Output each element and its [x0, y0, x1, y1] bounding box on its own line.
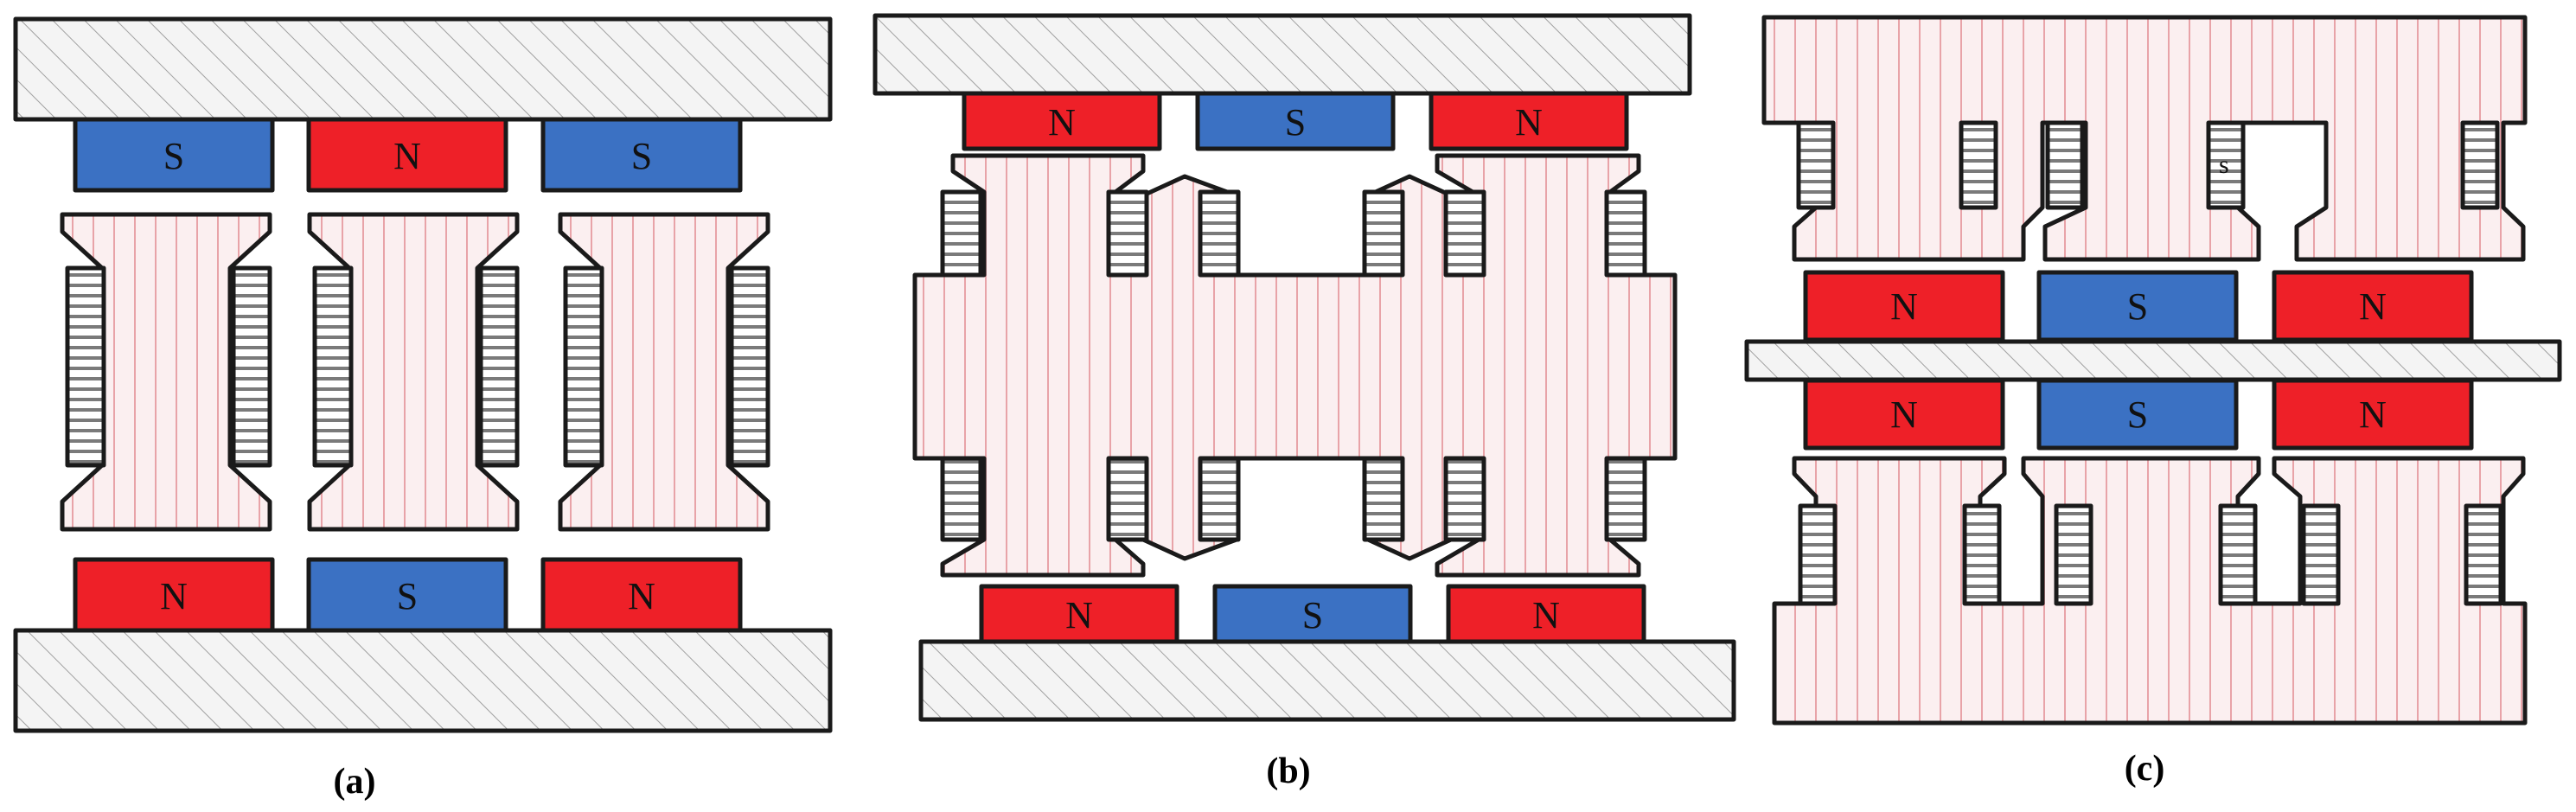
winding-coil	[478, 265, 520, 468]
stator-core-bottom-c	[1772, 456, 2528, 726]
winding-coil	[1796, 120, 1836, 210]
magnet-row-bottom-c: N S N	[1803, 378, 2474, 451]
stator-modules-a	[60, 212, 770, 532]
panel-c: s N S N N S N (c)	[1744, 15, 2562, 789]
caption-a: (a)	[334, 762, 376, 802]
magnet-label: N	[1048, 101, 1076, 144]
magnet-north	[306, 117, 508, 193]
winding-coil	[2054, 503, 2093, 606]
winding-coil	[1959, 120, 1998, 210]
winding-coil	[1604, 456, 1647, 542]
magnet-north	[1803, 270, 2005, 342]
winding-coil	[2218, 503, 2258, 606]
magnet-south	[73, 117, 275, 193]
winding-coil	[1798, 503, 1838, 606]
back-iron-top-a	[13, 16, 833, 122]
back-iron-bottom-a	[13, 628, 833, 733]
winding-coil	[2464, 503, 2503, 606]
magnet-north	[540, 557, 743, 633]
magnet-north	[2272, 378, 2474, 451]
winding-coil	[1962, 503, 2002, 606]
magnet-north	[1803, 378, 2005, 451]
magnet-north	[962, 91, 1162, 151]
magnet-label: N	[160, 575, 188, 617]
winding-coil	[563, 265, 604, 468]
caption-c: (c)	[2125, 749, 2165, 789]
magnet-row-bottom-b: N S N	[979, 584, 1646, 644]
panel-b: N S N N S N (b)	[873, 13, 1736, 791]
magnet-south	[540, 117, 743, 193]
magnet-row-top-a: S N S	[73, 117, 743, 193]
magnet-label: N	[1890, 393, 1918, 436]
winding-coil	[1604, 189, 1647, 278]
magnet-label: N	[628, 575, 655, 617]
stator-core-b	[912, 153, 1678, 578]
winding-coil	[729, 265, 770, 468]
winding-coil	[1106, 189, 1149, 278]
magnet-north	[979, 584, 1179, 644]
winding-coil	[1362, 456, 1405, 542]
winding-coil	[1198, 456, 1241, 542]
winding-coil	[1106, 456, 1149, 542]
magnet-south	[2036, 378, 2239, 451]
magnet-north	[1429, 91, 1629, 151]
magnet-label: N	[2359, 393, 2387, 436]
winding-coil	[2460, 120, 2500, 210]
magnet-label: S	[631, 135, 652, 177]
magnet-label: N	[393, 135, 421, 177]
magnet-row-bottom-a: N S N	[73, 557, 743, 633]
magnet-label: N	[1515, 101, 1543, 144]
winding-coil	[940, 189, 983, 278]
back-iron-bottom-b	[918, 639, 1736, 722]
back-iron-center-c	[1744, 339, 2562, 382]
winding-coil	[2301, 503, 2341, 606]
panel-a: S N S N S N (a)	[13, 16, 833, 802]
magnet-label: S	[2127, 393, 2148, 436]
winding-coil	[1198, 189, 1241, 278]
magnet-label: S	[397, 575, 418, 617]
caption-b: (b)	[1266, 751, 1310, 791]
winding-coil	[231, 265, 272, 468]
magnet-label: N	[2359, 285, 2387, 328]
magnet-north	[73, 557, 275, 633]
winding-coil	[2045, 120, 2085, 210]
magnet-south	[1195, 91, 1396, 151]
magnet-row-top-b: N S N	[962, 91, 1629, 151]
magnet-south	[2036, 270, 2239, 342]
winding-coil	[312, 265, 354, 468]
winding-label: s	[2219, 150, 2229, 179]
back-iron-top-b	[873, 13, 1692, 96]
magnet-label: S	[1285, 101, 1306, 144]
winding-coil	[65, 265, 106, 468]
magnet-label: S	[1302, 594, 1323, 636]
magnet-label: N	[1532, 594, 1560, 636]
winding-coil	[1443, 189, 1486, 278]
winding-coil	[940, 456, 983, 542]
magnet-label: S	[163, 135, 184, 177]
winding-coil	[2206, 120, 2246, 210]
stator-core-top-c	[1761, 15, 2528, 262]
magnet-label: N	[1890, 285, 1918, 328]
magnet-label: S	[2127, 285, 2148, 328]
winding-coil	[1443, 456, 1486, 542]
winding-coil	[1362, 189, 1405, 278]
magnet-label: N	[1065, 594, 1093, 636]
magnet-row-top-c: N S N	[1803, 270, 2474, 342]
